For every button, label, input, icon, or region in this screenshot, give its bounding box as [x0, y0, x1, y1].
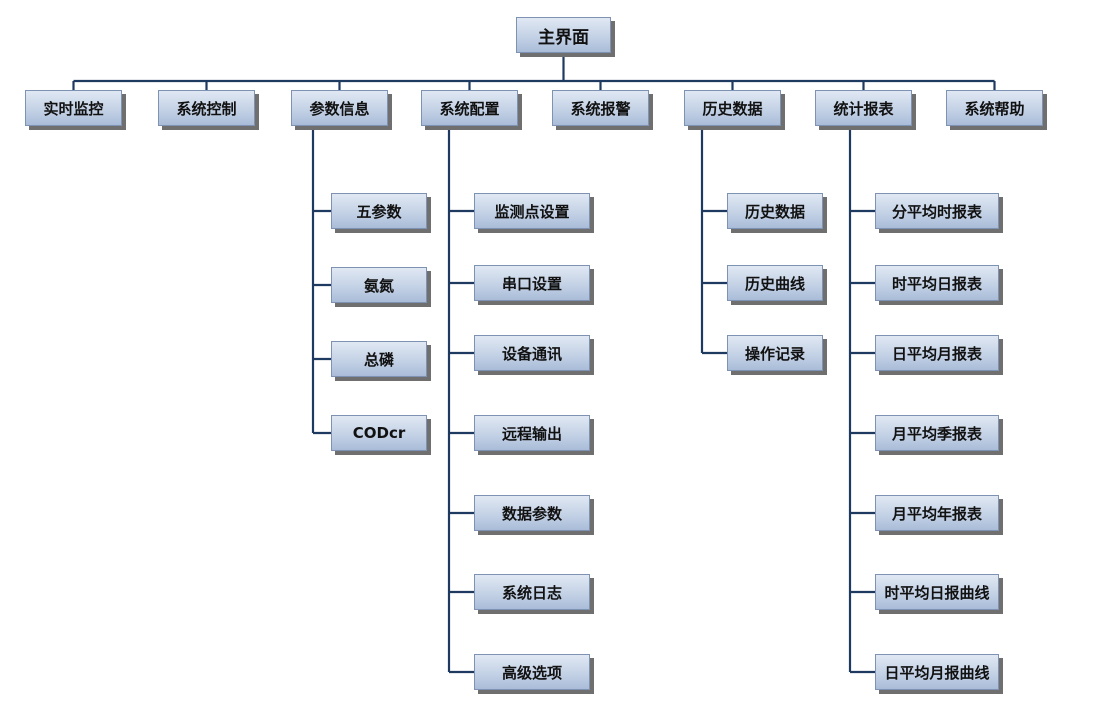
- category-node-5[interactable]: 历史数据: [684, 90, 781, 126]
- child-node-3-6[interactable]: 高级选项: [474, 654, 590, 690]
- child-node-2-2[interactable]: 总磷: [331, 341, 427, 377]
- child-node-5-2[interactable]: 操作记录: [727, 335, 823, 371]
- child-node-3-5[interactable]: 系统日志: [474, 574, 590, 610]
- category-node-4[interactable]: 系统报警: [552, 90, 649, 126]
- child-node-3-2[interactable]: 设备通讯: [474, 335, 590, 371]
- child-node-6-1[interactable]: 时平均日报表: [875, 265, 999, 301]
- child-node-6-0[interactable]: 分平均时报表: [875, 193, 999, 229]
- child-node-2-3[interactable]: CODcr: [331, 415, 427, 451]
- child-node-3-3[interactable]: 远程输出: [474, 415, 590, 451]
- category-node-0[interactable]: 实时监控: [25, 90, 122, 126]
- category-node-2[interactable]: 参数信息: [291, 90, 388, 126]
- child-node-6-4[interactable]: 月平均年报表: [875, 495, 999, 531]
- child-node-5-0[interactable]: 历史数据: [727, 193, 823, 229]
- category-node-3[interactable]: 系统配置: [421, 90, 518, 126]
- child-node-2-1[interactable]: 氨氮: [331, 267, 427, 303]
- child-node-5-1[interactable]: 历史曲线: [727, 265, 823, 301]
- child-node-3-4[interactable]: 数据参数: [474, 495, 590, 531]
- root-node-main-interface[interactable]: 主界面: [516, 17, 611, 53]
- child-node-3-0[interactable]: 监测点设置: [474, 193, 590, 229]
- category-node-6[interactable]: 统计报表: [815, 90, 912, 126]
- child-node-3-1[interactable]: 串口设置: [474, 265, 590, 301]
- category-node-7[interactable]: 系统帮助: [946, 90, 1043, 126]
- child-node-6-5[interactable]: 时平均日报曲线: [875, 574, 999, 610]
- child-node-6-3[interactable]: 月平均季报表: [875, 415, 999, 451]
- child-node-2-0[interactable]: 五参数: [331, 193, 427, 229]
- category-node-1[interactable]: 系统控制: [158, 90, 255, 126]
- child-node-6-2[interactable]: 日平均月报表: [875, 335, 999, 371]
- child-node-6-6[interactable]: 日平均月报曲线: [875, 654, 999, 690]
